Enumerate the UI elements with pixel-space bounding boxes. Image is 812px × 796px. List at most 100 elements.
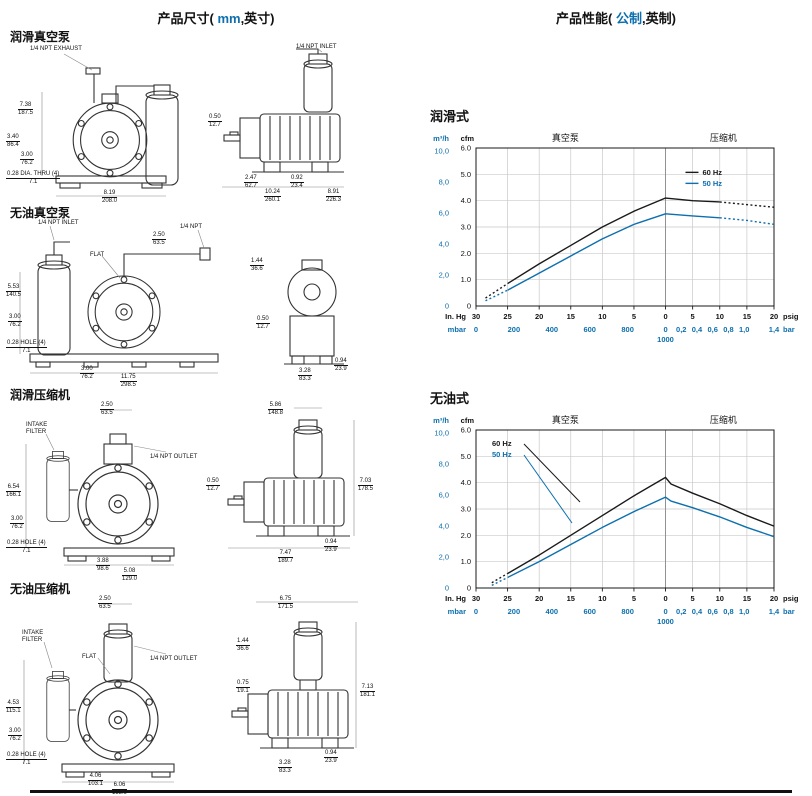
svg-text:1.0: 1.0 bbox=[461, 275, 471, 284]
drawing-annotation: 1/4 NPT EXHAUST bbox=[30, 46, 82, 52]
svg-text:5: 5 bbox=[691, 594, 695, 603]
pump-drawing-svg bbox=[23, 601, 358, 783]
svg-text:0,8: 0,8 bbox=[723, 607, 733, 616]
drawing-annotation: 1/4 NPT OUTLET bbox=[150, 454, 198, 460]
svg-text:0,6: 0,6 bbox=[708, 325, 718, 334]
svg-text:0: 0 bbox=[445, 302, 449, 311]
svg-text:2.0: 2.0 bbox=[461, 531, 471, 540]
svg-text:5: 5 bbox=[632, 594, 636, 603]
svg-text:1000: 1000 bbox=[657, 617, 674, 626]
svg-text:mbar: mbar bbox=[448, 325, 466, 334]
drawing-annotation: 1/4 NPT bbox=[180, 224, 203, 230]
drawing-annotation: INTAKE FILTER bbox=[26, 422, 48, 435]
svg-text:m³/h: m³/h bbox=[433, 416, 449, 425]
left-title-accent: mm bbox=[213, 11, 241, 26]
svg-text:0,6: 0,6 bbox=[708, 607, 718, 616]
svg-text:0: 0 bbox=[467, 302, 471, 311]
pump-drawing-svg bbox=[41, 48, 344, 197]
drawing-annotation: FLAT bbox=[82, 654, 97, 660]
drawing-annotation: INTAKE FILTER bbox=[22, 630, 44, 643]
svg-text:10: 10 bbox=[716, 594, 724, 603]
svg-text:60 Hz: 60 Hz bbox=[492, 439, 512, 448]
svg-text:psig: psig bbox=[783, 594, 799, 603]
svg-text:25: 25 bbox=[503, 312, 511, 321]
right-title-prefix: 产品性能( bbox=[556, 11, 616, 26]
svg-text:6.0: 6.0 bbox=[461, 144, 471, 153]
left-page-title: 产品尺寸( mm,英寸) bbox=[6, 8, 426, 27]
svg-text:2.0: 2.0 bbox=[461, 249, 471, 258]
svg-text:0,2: 0,2 bbox=[676, 607, 686, 616]
svg-text:20: 20 bbox=[535, 594, 543, 603]
pump-drawing-svg bbox=[19, 225, 344, 374]
section-title-lubricated-vacuum-pump: 润滑真空泵 bbox=[10, 30, 71, 44]
dimension-label: 0.28 HOLE (4)7.1 bbox=[6, 540, 47, 554]
svg-text:cfm: cfm bbox=[461, 134, 475, 143]
svg-text:真空泵: 真空泵 bbox=[552, 132, 579, 143]
svg-text:50 Hz: 50 Hz bbox=[702, 179, 722, 188]
svg-text:0,2: 0,2 bbox=[676, 325, 686, 334]
svg-text:1,0: 1,0 bbox=[739, 325, 749, 334]
svg-text:25: 25 bbox=[503, 594, 511, 603]
svg-text:5: 5 bbox=[691, 312, 695, 321]
svg-text:10,0: 10,0 bbox=[434, 429, 449, 438]
svg-text:5.0: 5.0 bbox=[461, 170, 471, 179]
right-title-accent: 公制 bbox=[615, 11, 642, 26]
svg-text:3.0: 3.0 bbox=[461, 223, 471, 232]
svg-text:6.0: 6.0 bbox=[461, 426, 471, 435]
svg-text:压缩机: 压缩机 bbox=[710, 414, 737, 425]
svg-text:6,0: 6,0 bbox=[439, 491, 449, 500]
svg-text:0: 0 bbox=[663, 607, 667, 616]
svg-text:800: 800 bbox=[621, 607, 634, 616]
section-title-lubricated-compressor: 润滑压缩机 bbox=[10, 388, 71, 402]
dimension-label: 0.28 HOLE (4)7.1 bbox=[6, 340, 47, 354]
dimensions-column: 产品尺寸( mm,英寸) 润滑真空泵 bbox=[6, 0, 426, 796]
svg-text:1.0: 1.0 bbox=[461, 557, 471, 566]
svg-text:50 Hz: 50 Hz bbox=[492, 450, 512, 459]
drawing-annotation: 1/4 NPT INLET bbox=[38, 220, 79, 226]
svg-text:0: 0 bbox=[445, 584, 449, 593]
svg-text:1000: 1000 bbox=[657, 335, 674, 344]
svg-text:20: 20 bbox=[770, 312, 778, 321]
svg-text:0: 0 bbox=[467, 584, 471, 593]
svg-text:0,8: 0,8 bbox=[723, 325, 733, 334]
svg-text:压缩机: 压缩机 bbox=[710, 132, 737, 143]
svg-text:In. Hg: In. Hg bbox=[445, 594, 466, 603]
svg-text:200: 200 bbox=[508, 325, 521, 334]
svg-text:1,4: 1,4 bbox=[769, 607, 780, 616]
svg-text:10: 10 bbox=[598, 312, 606, 321]
svg-text:400: 400 bbox=[546, 607, 559, 616]
svg-text:200: 200 bbox=[508, 607, 521, 616]
svg-text:15: 15 bbox=[743, 312, 751, 321]
svg-text:m³/h: m³/h bbox=[433, 134, 449, 143]
